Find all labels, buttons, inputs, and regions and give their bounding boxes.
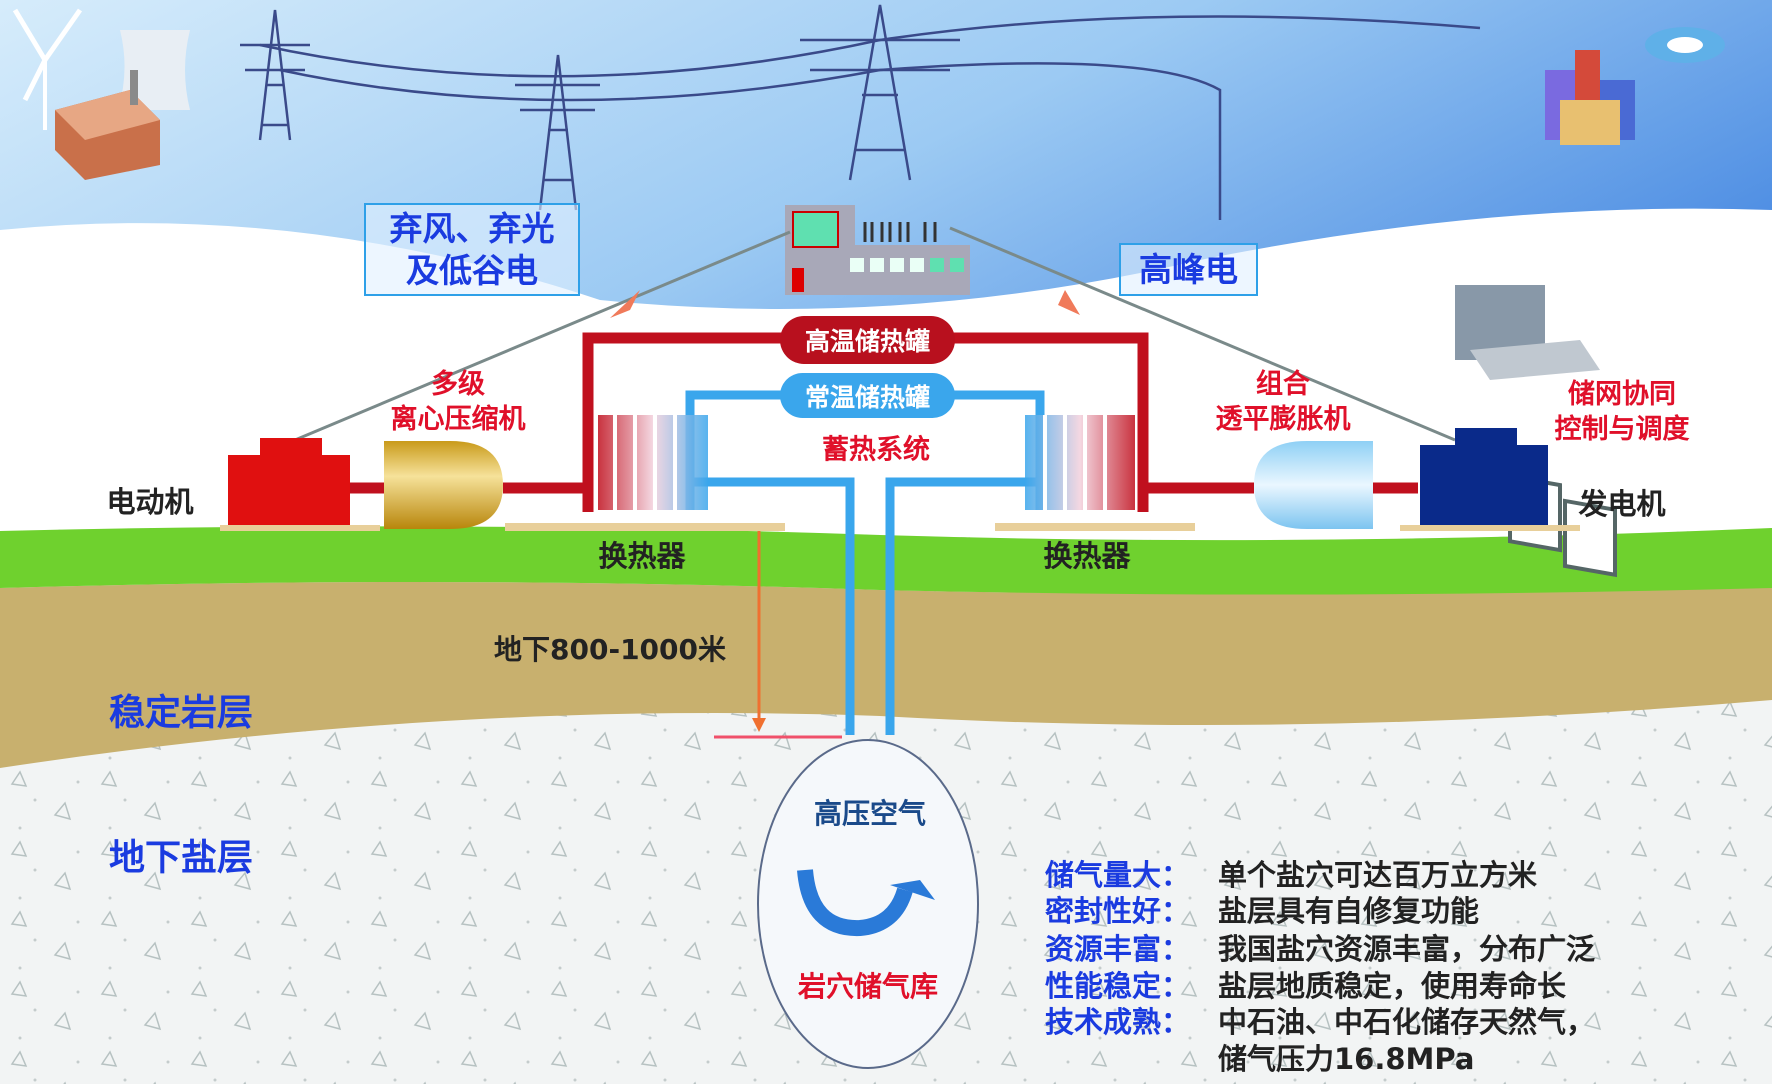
depth-arrow-icon	[752, 718, 766, 732]
city-icon	[1545, 27, 1725, 145]
expander	[1254, 441, 1373, 529]
generator-label: 发电机	[1578, 487, 1666, 522]
transmission-towers	[240, 4, 1481, 220]
salt-layer-label: 地下盐层	[108, 837, 254, 879]
substation-icon	[785, 205, 970, 295]
salt-cavern	[757, 739, 979, 1069]
peak-label: 高峰电	[1139, 249, 1238, 289]
air-flow-arrow-icon	[797, 869, 913, 937]
control-label-line: 控制与调度	[1554, 414, 1690, 445]
compressor-label-line: 离心压缩机	[390, 404, 526, 435]
high-pressure-air-label: 高压空气	[813, 796, 927, 830]
stable-rock-label: 稳定岩层	[108, 692, 254, 734]
feature-value: 中石油、中石化储存天然气，	[1218, 1005, 1596, 1039]
expander-label-line: 透平膨胀机	[1215, 404, 1351, 435]
feature-value: 单个盐穴可达百万立方米	[1218, 858, 1538, 892]
feature-row: 储气压力16.8MPa	[1045, 1036, 1474, 1078]
feature-row: 储气量大： 单个盐穴可达百万立方米	[1045, 852, 1537, 894]
feature-row: 技术成熟： 中石油、中石化储存天然气，	[1045, 999, 1595, 1041]
expander-label-line: 组合	[1256, 368, 1310, 400]
callout-line: 弃风、弃光	[389, 209, 555, 249]
compressor-label: 多级离心压缩机	[391, 367, 526, 437]
feature-value: 盐层地质稳定，使用寿命长	[1218, 969, 1567, 1003]
hot-storage-tank: 高温储热罐	[780, 316, 955, 364]
generator	[1420, 445, 1548, 525]
heat-exchanger-left-label: 换热器	[598, 539, 686, 574]
expander-label: 组合透平膨胀机	[1216, 367, 1351, 437]
heat-storage-system-label: 蓄热系统	[822, 434, 930, 466]
compressor-label-line: 多级	[431, 368, 485, 400]
depth-label: 地下800-1000米	[494, 632, 726, 666]
feature-value: 储气压力16.8MPa	[1218, 1042, 1475, 1076]
arrow-down-left-icon	[610, 290, 640, 318]
feature-key: 资源丰富：	[1045, 932, 1191, 966]
feature-key: 性能稳定：	[1045, 969, 1191, 1003]
heat-exchanger-right-label: 换热器	[1043, 539, 1131, 574]
motor-label: 电动机	[106, 485, 194, 520]
feature-key: 技术成熟：	[1045, 1005, 1191, 1039]
feature-value: 我国盐穴资源丰富，分布广泛	[1218, 932, 1596, 966]
cavern-label: 岩穴储气库	[797, 969, 939, 1003]
control-label: 储网协同控制与调度	[1555, 377, 1690, 447]
compressor	[384, 441, 503, 529]
control-label-line: 储网协同	[1568, 378, 1676, 410]
ambient-tank-label: 常温储热罐	[804, 382, 930, 412]
power-plant-icon	[12, 8, 190, 180]
curtailed-power-callout: 弃风、弃光及低谷电	[364, 203, 580, 296]
feature-value: 盐层具有自修复功能	[1218, 894, 1480, 928]
feature-row: 密封性好： 盐层具有自修复功能	[1045, 888, 1479, 930]
motor-top	[260, 438, 322, 456]
callout-line: 及低谷电	[406, 250, 538, 290]
motor	[228, 455, 350, 527]
feature-key: 密封性好：	[1045, 894, 1191, 928]
generator-top	[1455, 428, 1517, 446]
feature-row: 性能稳定： 盐层地质稳定，使用寿命长	[1045, 963, 1566, 1005]
hot-tank-label: 高温储热罐	[804, 327, 930, 356]
feature-row: 资源丰富： 我国盐穴资源丰富，分布广泛	[1045, 926, 1595, 968]
peak-power-callout: 高峰电	[1119, 243, 1258, 296]
feature-key: 储气量大：	[1045, 858, 1191, 892]
ambient-storage-tank: 常温储热罐	[780, 373, 955, 418]
heat-exchanger-right	[1025, 415, 1135, 510]
arrow-up-left-icon	[1058, 290, 1080, 315]
